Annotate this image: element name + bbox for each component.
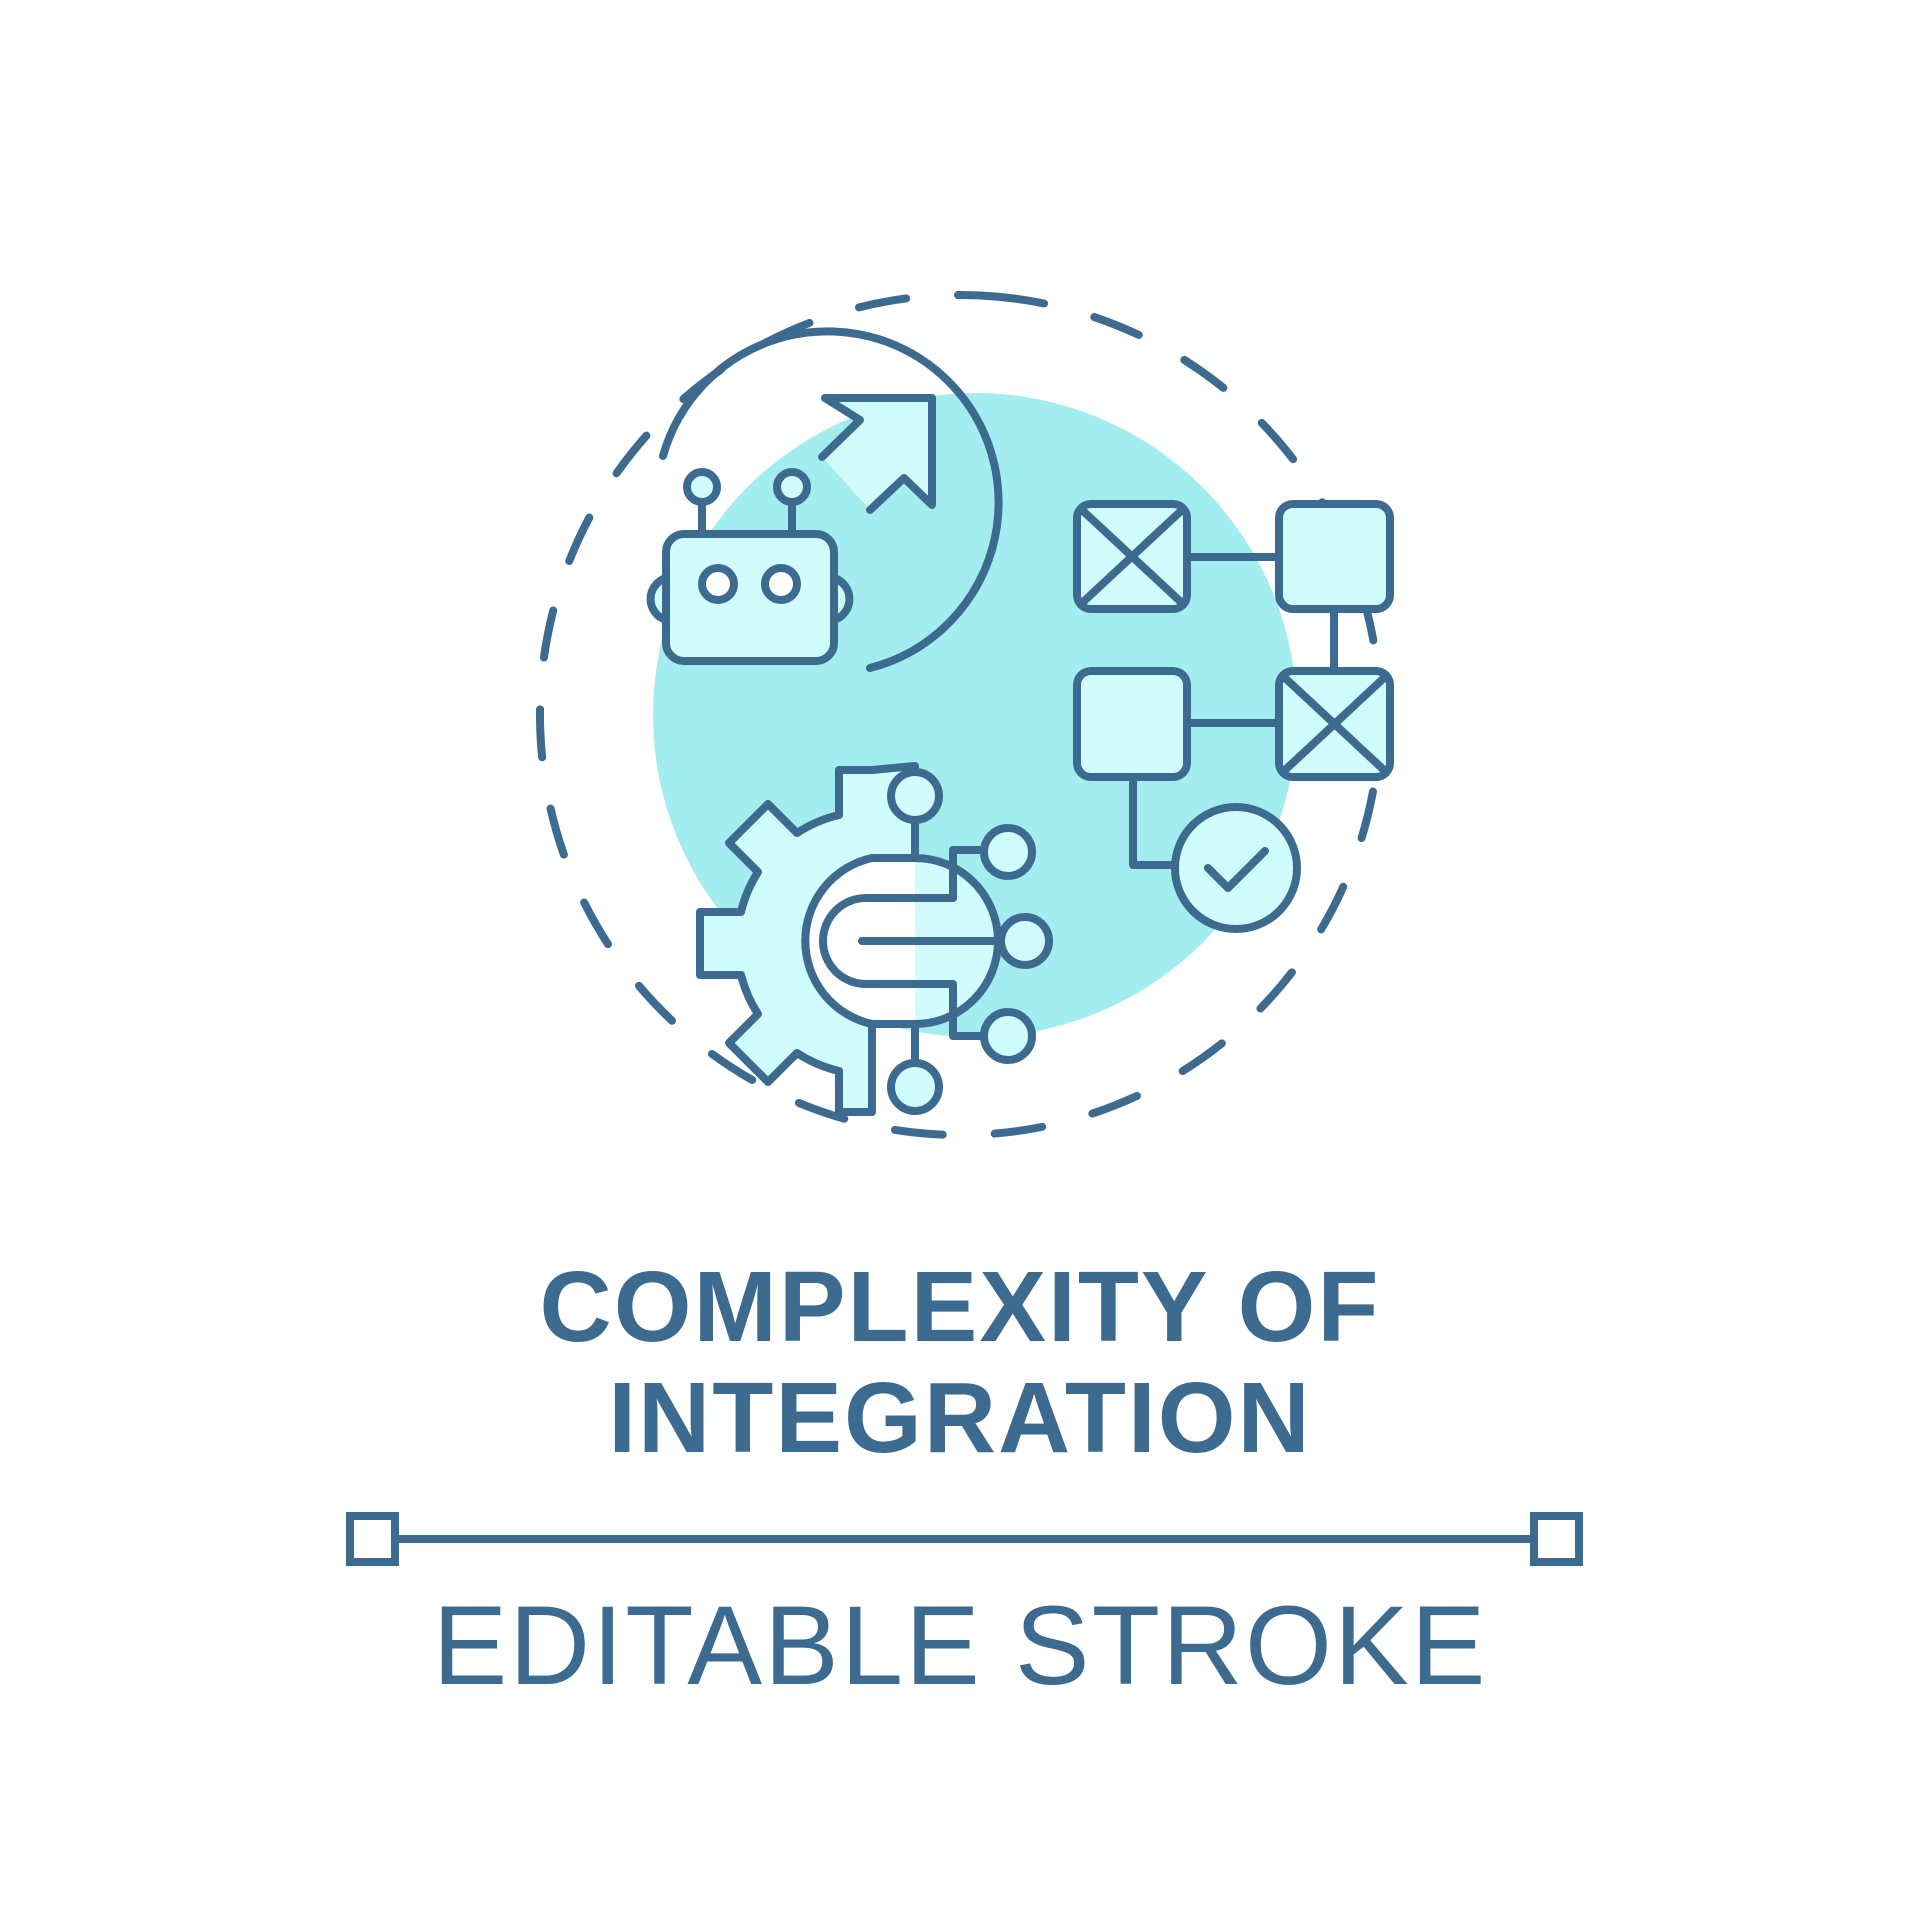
robot-icon xyxy=(646,468,854,665)
dashed-ring xyxy=(536,291,1384,1139)
stroke-handle-right xyxy=(1530,1512,1583,1566)
trend-arc xyxy=(659,327,1003,672)
checkmark-icon xyxy=(1204,847,1269,892)
title-line-2: INTEGRATION xyxy=(608,1362,1312,1474)
subtitle: EDITABLE STROKE xyxy=(432,1583,1488,1708)
workflow-diagram-icon xyxy=(1073,500,1394,933)
title-line-1: COMPLEXITY OF xyxy=(539,1251,1381,1363)
trend-arrow-icon xyxy=(818,394,936,514)
stroke-handle-left xyxy=(346,1512,399,1566)
gear-circuit-icon xyxy=(696,762,1053,1116)
